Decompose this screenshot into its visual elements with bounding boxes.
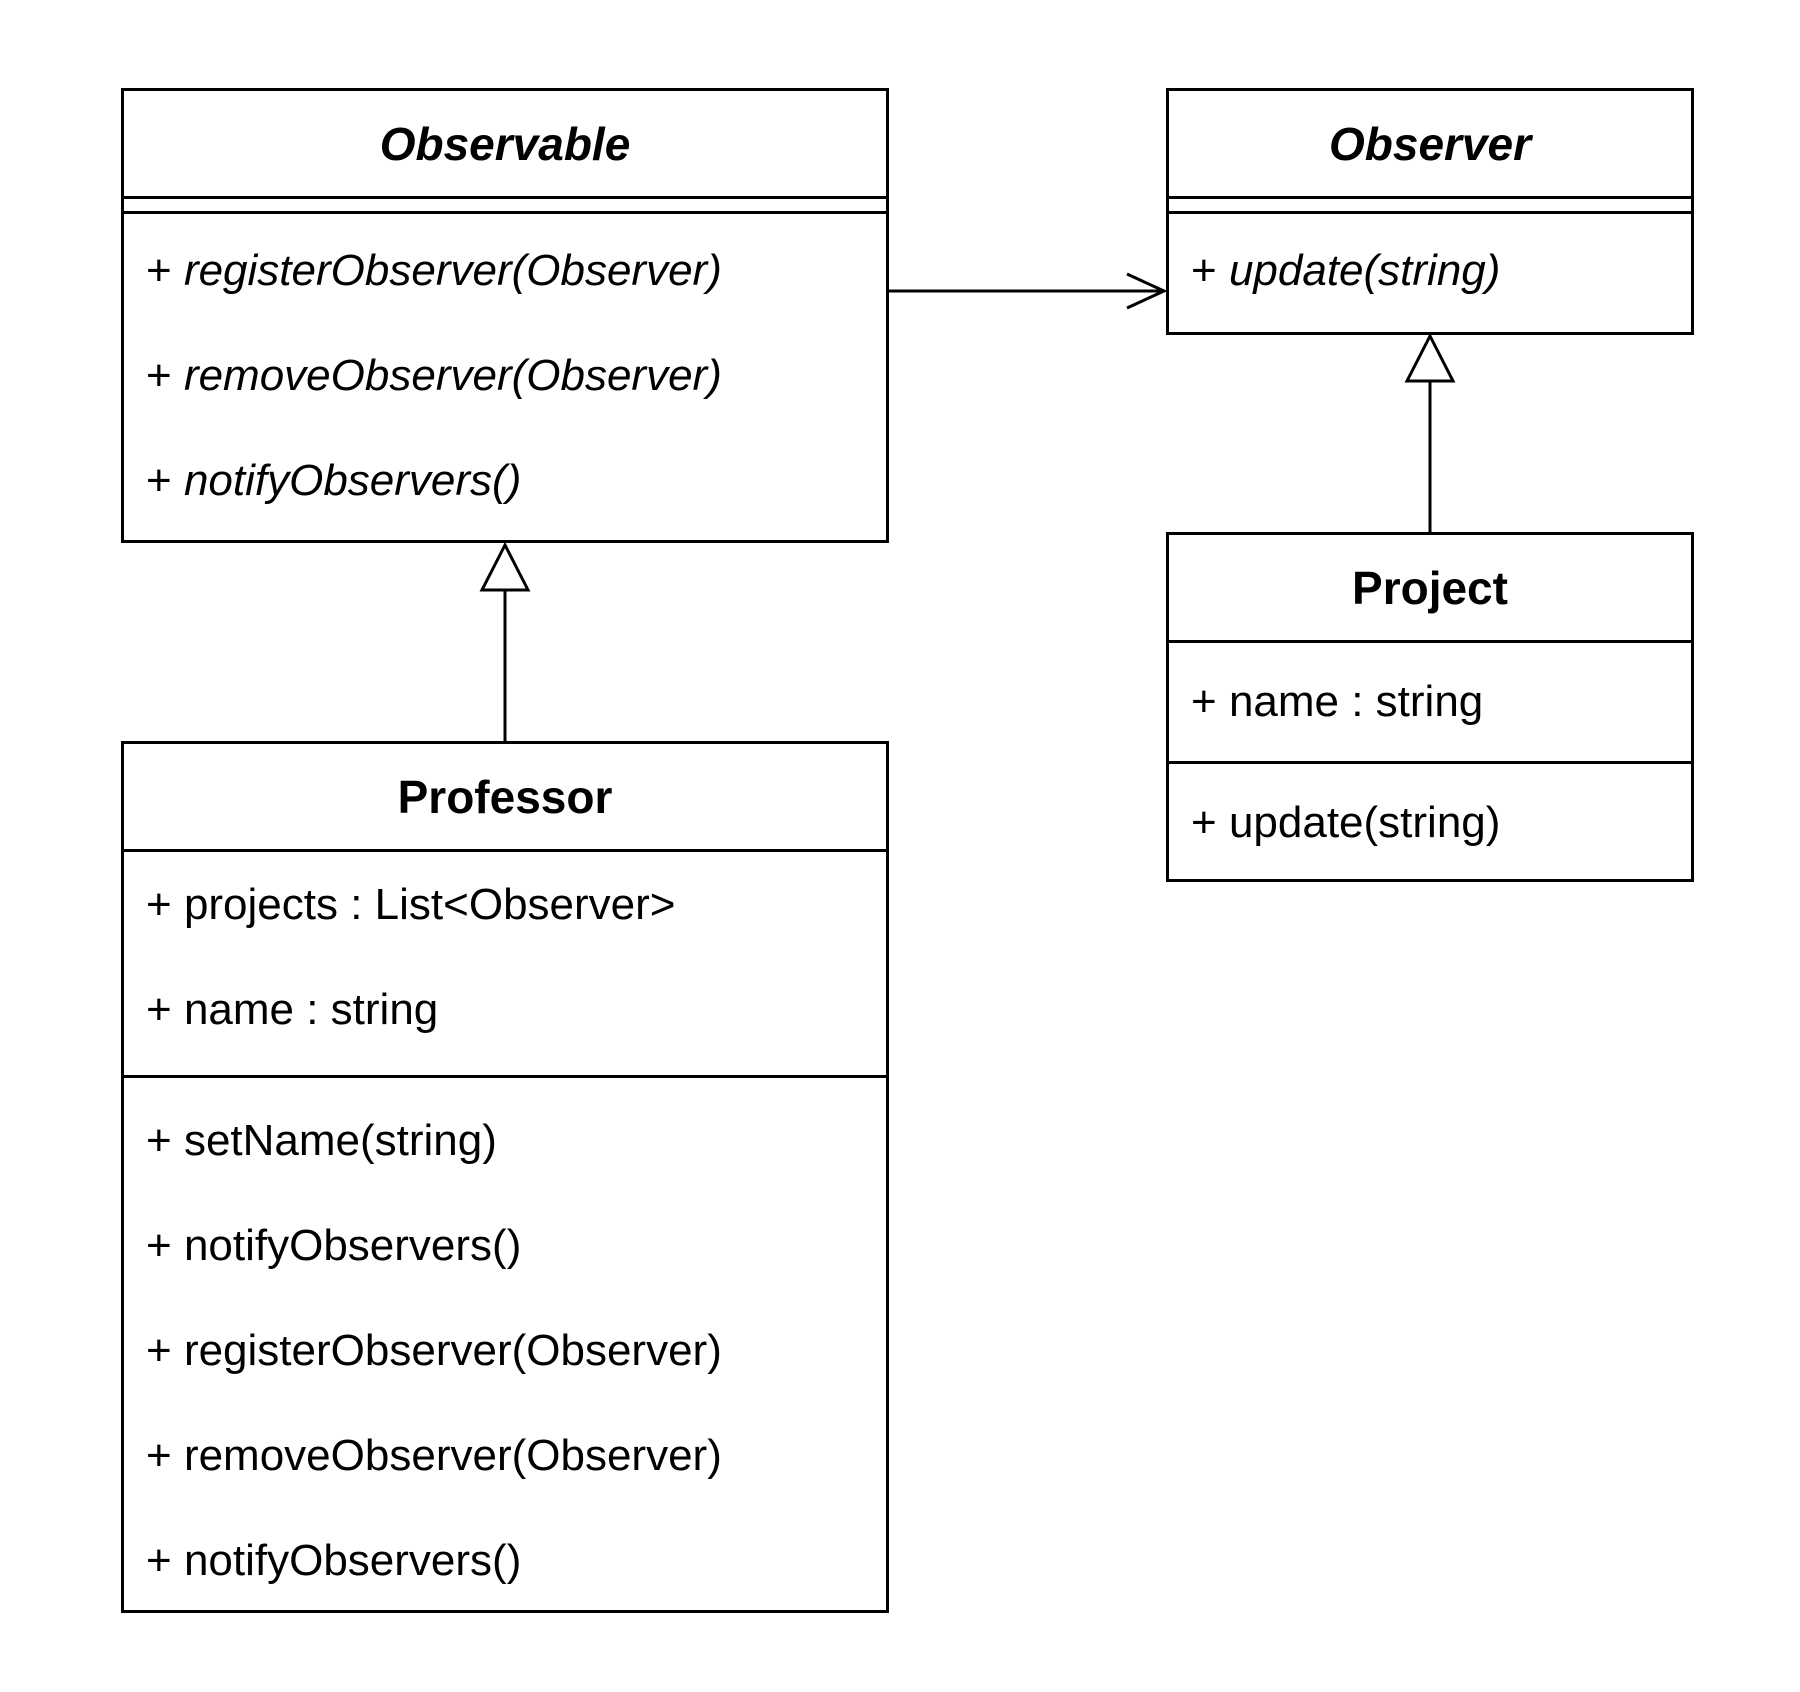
methods-compartment: + setName(string) + notifyObservers() + … bbox=[124, 1078, 886, 1613]
visibility: + bbox=[146, 1430, 172, 1480]
method-signature: update(string) bbox=[1228, 798, 1501, 847]
attributes-compartment: + name : string bbox=[1169, 643, 1691, 761]
visibility: + bbox=[146, 245, 172, 295]
visibility: + bbox=[146, 1115, 172, 1165]
visibility: + bbox=[146, 455, 172, 505]
visibility: + bbox=[1191, 245, 1217, 295]
hollow-triangle-arrowhead bbox=[1404, 332, 1456, 383]
generalization-project-to-observer bbox=[1404, 332, 1456, 532]
class-name: Professor bbox=[397, 770, 613, 823]
method-signature: removeObserver(Observer) bbox=[183, 350, 722, 400]
visibility: + bbox=[146, 1220, 172, 1270]
class-name: Observable bbox=[379, 117, 631, 170]
methods-compartment: + update(string) bbox=[1169, 764, 1691, 882]
methods-compartment: + update(string) bbox=[1169, 214, 1691, 323]
visibility: + bbox=[1191, 798, 1217, 847]
class-observer[interactable]: Observer + update(string) bbox=[1166, 88, 1694, 335]
attributes-compartment: + projects : List<Observer> + name : str… bbox=[124, 852, 886, 1075]
empty-attributes-compartment bbox=[124, 196, 886, 214]
compartment-divider bbox=[1169, 761, 1691, 764]
method-row: + removeObserver(Observer) bbox=[146, 1403, 886, 1508]
method-row: + setName(string) bbox=[146, 1088, 886, 1193]
method-signature: registerObserver(Observer) bbox=[183, 1325, 722, 1375]
method-signature: update(string) bbox=[1228, 245, 1501, 295]
class-name: Project bbox=[1352, 561, 1508, 614]
method-row: + registerObserver(Observer) bbox=[146, 218, 886, 323]
compartment-divider bbox=[124, 1075, 886, 1078]
attribute-row: + projects : List<Observer> bbox=[146, 852, 886, 957]
method-row: + update(string) bbox=[1191, 771, 1500, 876]
class-name: Observer bbox=[1328, 117, 1531, 170]
class-observable[interactable]: Observable + registerObserver(Observer) … bbox=[121, 88, 889, 543]
attribute-signature: projects : List<Observer> bbox=[183, 879, 676, 929]
association-observable-to-observer bbox=[889, 272, 1168, 310]
method-signature: removeObserver(Observer) bbox=[183, 1430, 722, 1480]
method-row: + removeObserver(Observer) bbox=[146, 323, 886, 428]
compartment-divider bbox=[1169, 640, 1691, 643]
class-project[interactable]: Project + name : string + update(string) bbox=[1166, 532, 1694, 882]
hollow-triangle-arrowhead bbox=[479, 541, 531, 592]
method-signature: registerObserver(Observer) bbox=[183, 245, 722, 295]
attribute-row: + name : string bbox=[1191, 650, 1483, 755]
visibility: + bbox=[146, 350, 172, 400]
visibility: + bbox=[146, 1535, 172, 1585]
method-signature: notifyObservers() bbox=[183, 1220, 522, 1270]
method-row: + notifyObservers() bbox=[146, 428, 886, 533]
visibility: + bbox=[1191, 677, 1217, 726]
compartment-divider bbox=[124, 849, 886, 852]
method-row: + update(string) bbox=[1191, 218, 1691, 323]
attribute-signature: name : string bbox=[183, 984, 439, 1034]
empty-attributes-compartment bbox=[1169, 196, 1691, 214]
generalization-professor-to-observable bbox=[479, 541, 531, 741]
visibility: + bbox=[146, 984, 172, 1034]
visibility: + bbox=[146, 1325, 172, 1375]
attribute-row: + name : string bbox=[146, 957, 886, 1062]
method-signature: notifyObservers() bbox=[183, 455, 522, 505]
method-signature: setName(string) bbox=[183, 1115, 497, 1165]
method-signature: notifyObservers() bbox=[183, 1535, 522, 1585]
methods-compartment: + registerObserver(Observer) + removeObs… bbox=[124, 214, 886, 533]
open-arrowhead bbox=[1126, 272, 1168, 310]
method-row: + notifyObservers() bbox=[146, 1508, 886, 1613]
class-professor[interactable]: Professor + projects : List<Observer> + … bbox=[121, 741, 889, 1613]
method-row: + notifyObservers() bbox=[146, 1193, 886, 1298]
attribute-signature: name : string bbox=[1228, 677, 1484, 726]
method-row: + registerObserver(Observer) bbox=[146, 1298, 886, 1403]
visibility: + bbox=[146, 879, 172, 929]
